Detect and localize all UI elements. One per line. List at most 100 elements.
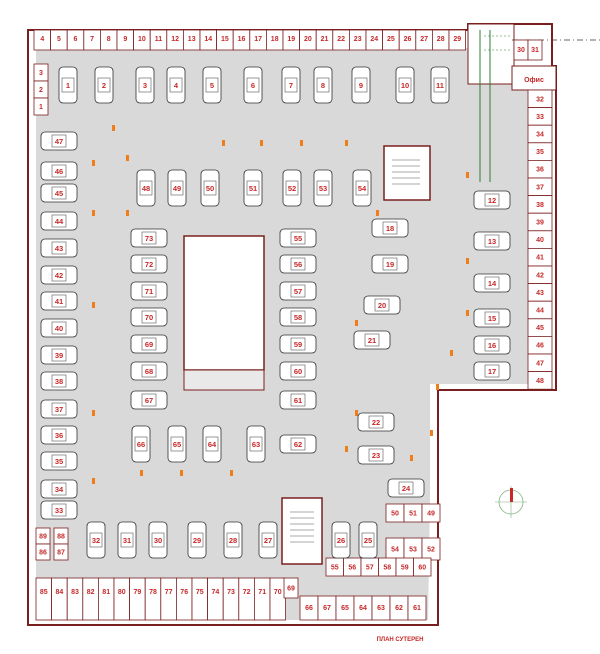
floor-marker	[92, 160, 95, 166]
car-number: 9	[359, 81, 363, 90]
parked-car: 10	[395, 66, 415, 104]
parked-car: 61	[279, 390, 317, 410]
stall-number: 60	[418, 565, 426, 572]
parking-stall: 76	[175, 577, 193, 621]
stall-number: 19	[287, 36, 295, 43]
car-number: 3	[143, 81, 147, 90]
parked-car: 17	[473, 361, 511, 381]
car-number: 48	[142, 184, 150, 193]
stall-number: 33	[536, 114, 544, 121]
parked-car: 69	[130, 334, 168, 354]
parking-stall: 19	[282, 29, 301, 51]
car-number: 26	[337, 536, 345, 545]
stall-number: 7	[90, 36, 94, 43]
parking-stall: 2	[33, 80, 49, 99]
stall-number: 80	[118, 589, 126, 596]
floor-marker	[355, 410, 358, 416]
stall-number: 31	[531, 47, 539, 54]
parking-stall: 25	[382, 29, 400, 51]
parked-car: 16	[473, 335, 511, 355]
stall-number: 9	[123, 36, 127, 43]
stall-number: 4	[40, 36, 44, 43]
parking-stall: 35	[527, 142, 553, 161]
stall-number: 29	[453, 36, 461, 43]
floor-marker	[112, 125, 115, 131]
parked-car: 27	[258, 521, 278, 559]
parking-stall: 59	[395, 557, 414, 577]
parking-stall: 43	[527, 283, 553, 302]
parking-stall: 15	[216, 29, 234, 51]
parked-car: 7	[281, 66, 301, 104]
parked-car: 28	[223, 521, 243, 559]
stall-number: 82	[87, 589, 95, 596]
stall-number: 6	[74, 36, 78, 43]
parked-car: 26	[331, 521, 351, 559]
stall-number: 48	[536, 378, 544, 385]
parking-stall: 57	[360, 557, 379, 577]
parking-stall: 85	[35, 577, 53, 621]
car-number: 2	[102, 81, 106, 90]
parking-stall: 78	[144, 577, 162, 621]
car-number: 15	[488, 314, 496, 323]
stall-number: 51	[409, 511, 417, 518]
stall-number: 28	[437, 36, 445, 43]
parked-car: 30	[148, 521, 168, 559]
stall-number: 66	[305, 605, 313, 612]
stall-number: 88	[57, 534, 65, 541]
stall-number: 89	[39, 534, 47, 541]
parking-stall: 60	[413, 557, 432, 577]
stall-number: 63	[377, 605, 385, 612]
stall-number: 26	[404, 36, 412, 43]
stall-number: 87	[57, 550, 65, 557]
stair-core-bottom	[281, 497, 323, 565]
stall-number: 17	[254, 36, 262, 43]
floor-marker	[345, 140, 348, 146]
stall-number: 39	[536, 220, 544, 227]
stall-number: 43	[536, 290, 544, 297]
parked-car: 42	[40, 265, 78, 285]
stall-number: 36	[536, 167, 544, 174]
stall-number: 52	[427, 547, 435, 554]
parking-stall: 45	[527, 318, 553, 337]
car-number: 24	[402, 484, 411, 493]
stall-number: 5	[57, 36, 61, 43]
parked-car: 21	[353, 330, 391, 350]
parked-car: 25	[358, 521, 378, 559]
car-number: 58	[294, 313, 302, 322]
parked-car: 34	[40, 479, 78, 499]
parked-car: 52	[282, 169, 302, 207]
parking-stall: 48	[527, 371, 553, 390]
floor-marker	[92, 302, 95, 308]
parking-stall: 9	[116, 29, 135, 51]
car-number: 32	[92, 536, 100, 545]
stall-number: 1	[39, 104, 43, 111]
parked-car: 62	[279, 434, 317, 454]
car-number: 47	[55, 137, 63, 146]
car-number: 12	[488, 196, 496, 205]
stall-number: 65	[341, 605, 349, 612]
floor-marker	[92, 410, 95, 416]
parking-stall: 33	[527, 107, 553, 126]
parking-stall: 6	[66, 29, 85, 51]
parking-stall: 11	[149, 29, 168, 51]
parked-car: 44	[40, 211, 78, 231]
car-number: 43	[55, 244, 63, 253]
floor-marker	[450, 350, 453, 356]
floor-marker	[126, 155, 129, 161]
stall-number: 53	[409, 547, 417, 554]
parking-stall: 86	[35, 543, 51, 561]
parked-car: 8	[313, 66, 333, 104]
car-number: 16	[488, 341, 496, 350]
car-number: 31	[123, 536, 131, 545]
parked-car: 14	[473, 273, 511, 293]
parking-stall: 34	[527, 124, 553, 144]
car-number: 11	[436, 81, 444, 90]
parked-car: 43	[40, 238, 78, 258]
parking-stall: 61	[407, 595, 427, 621]
parking-stall: 89	[35, 527, 51, 545]
parked-car: 55	[279, 228, 317, 248]
floor-marker	[466, 310, 469, 316]
stall-number: 13	[188, 36, 196, 43]
parking-stall: 1	[33, 97, 49, 116]
parking-stall: 38	[527, 195, 553, 214]
